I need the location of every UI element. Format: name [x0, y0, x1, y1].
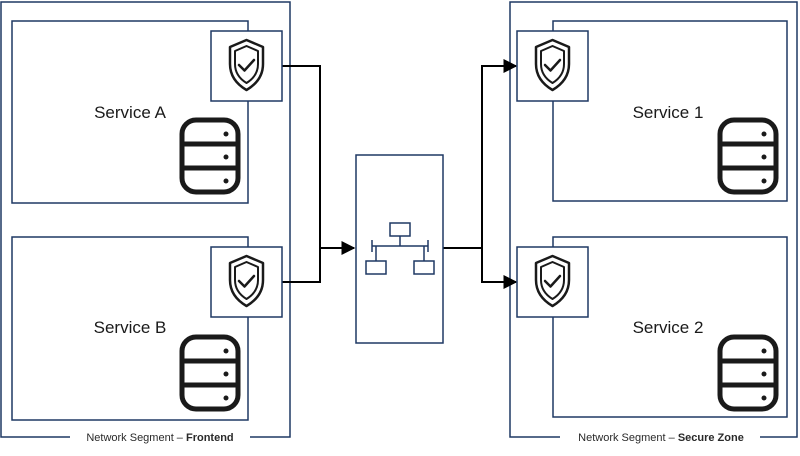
shield-check-icon — [210, 246, 283, 318]
database-icon — [717, 334, 779, 412]
segment-secure-zone: Network Segment – Secure Zone — [509, 1, 798, 444]
segment-frontend-label: Network Segment – Frontend — [86, 432, 233, 444]
segment-secure-zone-label: Network Segment – Secure Zone — [578, 432, 744, 444]
connector-service-2 — [481, 248, 518, 289]
database-icon — [179, 117, 241, 195]
service-b-label: Service B — [94, 318, 167, 337]
shield-check-icon — [516, 30, 589, 102]
service-1-label: Service 1 — [633, 103, 704, 122]
service-2-label: Service 2 — [633, 318, 704, 337]
segment-frontend: Network Segment – Frontend — [0, 1, 291, 444]
connector-service-1 — [481, 59, 518, 248]
connector-service-b — [282, 248, 321, 283]
connectors — [282, 59, 518, 289]
database-icon — [717, 117, 779, 195]
network-switch-box[interactable] — [355, 154, 444, 344]
shield-check-icon — [210, 30, 283, 102]
shield-check-icon — [516, 246, 589, 318]
service-a-label: Service A — [94, 103, 166, 122]
segment-frontend-border — [0, 1, 291, 438]
network-switch-icon — [365, 222, 435, 275]
segment-secure-zone-border — [509, 1, 798, 438]
connector-service-a — [282, 65, 321, 248]
network-switch[interactable] — [355, 154, 444, 344]
database-icon — [179, 334, 241, 412]
